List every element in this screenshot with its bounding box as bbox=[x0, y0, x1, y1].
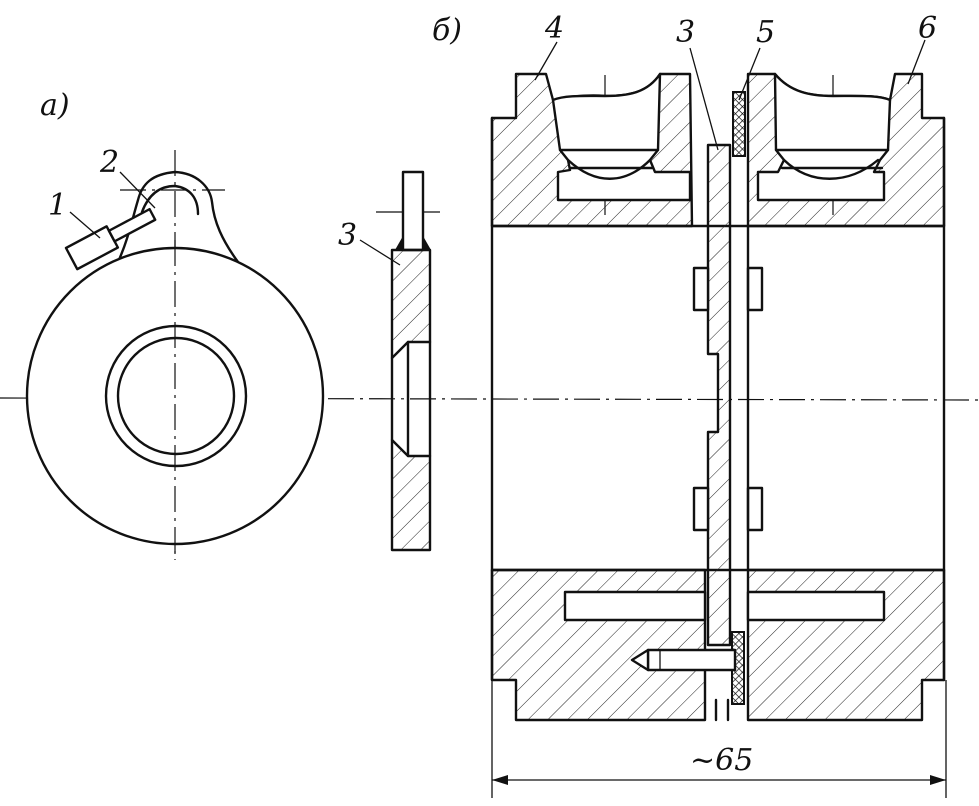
part-label-3-left: 3 bbox=[338, 218, 357, 253]
view-a bbox=[25, 150, 325, 560]
hub-outer-ring bbox=[104, 324, 248, 468]
part-label-1: 1 bbox=[48, 188, 67, 223]
disc-flange-lower-right bbox=[746, 486, 764, 532]
disc-flange-lower-left bbox=[692, 486, 710, 532]
part-3-upper-section bbox=[390, 248, 432, 360]
leader-3-left bbox=[359, 239, 401, 266]
bottom-pin-tip bbox=[630, 648, 650, 672]
dim-arrow-left bbox=[492, 775, 508, 785]
leader-6 bbox=[907, 39, 926, 85]
bottom-left-slot bbox=[563, 590, 707, 622]
part-3-weld bbox=[395, 236, 431, 250]
dimension-label: ~65 bbox=[690, 743, 753, 778]
part-3-side-view bbox=[376, 170, 440, 552]
probe-1 bbox=[64, 207, 157, 271]
leader-2 bbox=[119, 171, 156, 209]
part-label-3-right: 3 bbox=[676, 15, 695, 50]
part-3-tab bbox=[401, 170, 425, 252]
view-label-b: б) bbox=[432, 13, 462, 48]
part-3-lower-section bbox=[390, 438, 432, 552]
probe-1-rod bbox=[107, 207, 157, 243]
part-3-web bbox=[390, 340, 432, 458]
top-right-cavity bbox=[756, 72, 892, 202]
leader-5 bbox=[738, 47, 761, 101]
part-label-2: 2 bbox=[99, 145, 119, 180]
part-label-4: 4 bbox=[544, 11, 564, 46]
dim-arrow-right bbox=[930, 775, 946, 785]
view-b-assembly: ~65 bbox=[490, 39, 947, 798]
part-label-6: 6 bbox=[918, 11, 937, 46]
leader-1 bbox=[69, 211, 101, 239]
view-label-a: а) bbox=[40, 88, 70, 123]
leader-4 bbox=[534, 41, 558, 81]
bottom-gap bbox=[714, 698, 730, 722]
bottom-pin bbox=[630, 648, 737, 672]
disc-flange-upper-left bbox=[692, 266, 710, 312]
central-disc-section bbox=[706, 143, 732, 647]
lug-inner-outline bbox=[140, 184, 200, 216]
part-label-5: 5 bbox=[756, 15, 775, 50]
gasket-upper bbox=[732, 91, 746, 157]
disc-flange-upper-right bbox=[746, 266, 764, 312]
hub-inner-ring bbox=[116, 336, 236, 456]
bottom-pin-body bbox=[646, 648, 737, 672]
leader-3-right bbox=[689, 47, 719, 151]
bottom-right-slot bbox=[746, 590, 886, 622]
